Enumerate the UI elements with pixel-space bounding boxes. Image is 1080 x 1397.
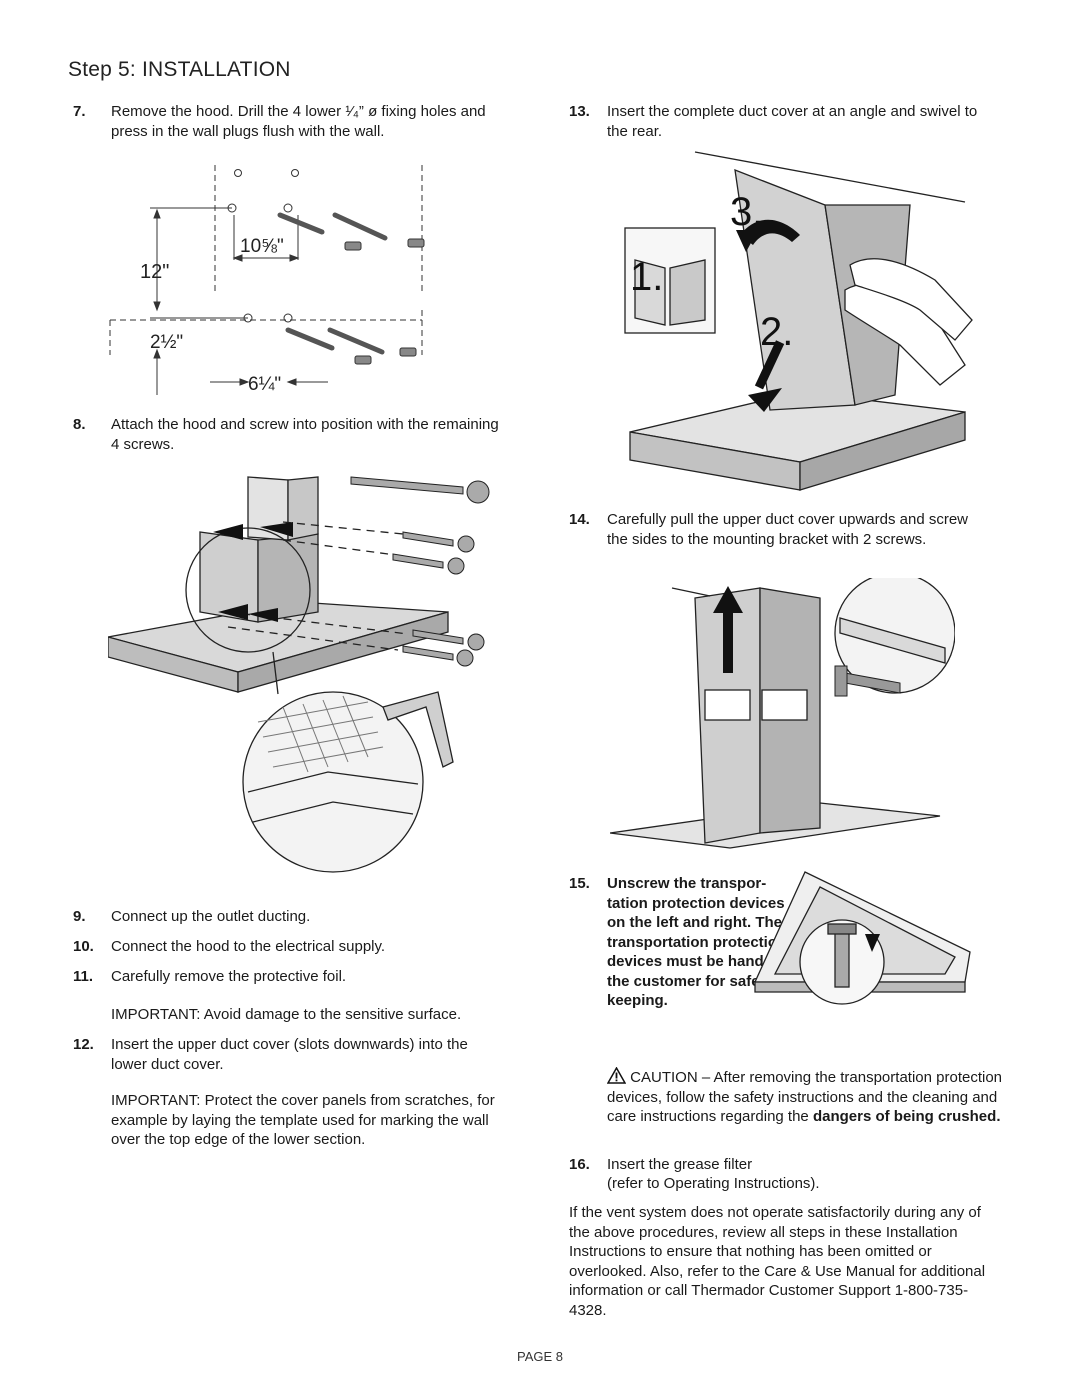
step-text: Connect the hood to the electrical suppl… <box>111 938 386 955</box>
step-number: 8. <box>73 416 86 433</box>
step-note: (refer to Operating Instructions). <box>607 1175 820 1192</box>
dim-2-1-2-label: 2½" <box>150 332 183 353</box>
step-note: IMPORTANT: Protect the cover panels from… <box>111 1092 495 1148</box>
step-number: 15. <box>569 875 590 892</box>
duct-insert-figure: 3. 1. 2. <box>624 151 973 491</box>
arrow-label-2: 2. <box>760 310 793 354</box>
step-text: Carefully pull the upper duct cover upwa… <box>607 511 969 548</box>
step-text: Unscrew the transpor- tation protection … <box>607 875 800 1009</box>
step-number: 7. <box>73 103 86 120</box>
step-text: Insert the complete duct cover at an ang… <box>607 103 978 140</box>
step-text: Attach the hood and screw into position … <box>111 416 499 453</box>
duct-pull-figure <box>610 578 955 849</box>
step-number: 16. <box>569 1156 590 1173</box>
dim-6-1-4-label: 6¼" <box>248 374 281 395</box>
dim-10-5-8-label: 10⅝" <box>240 236 284 257</box>
step-text: Remove the hood. Drill the 4 lower ¹⁄₄” … <box>111 103 486 140</box>
closing-paragraph: If the vent system does not operate sati… <box>569 1204 986 1319</box>
hood-attach-figure <box>108 476 490 873</box>
step-number: 11. <box>73 968 94 985</box>
caution-text: CAUTION – After removing the transportat… <box>607 1069 1003 1125</box>
step-text: Insert the grease filter <box>607 1156 753 1173</box>
page-number: PAGE 8 <box>516 1349 563 1364</box>
dim-12-label: 12" <box>140 261 169 283</box>
caution-bold-text: dangers of being crushed. <box>812 1108 1001 1125</box>
step-number: 12. <box>73 1036 94 1053</box>
step-number: 14. <box>569 511 590 528</box>
step-number: 9. <box>73 908 86 925</box>
step-text: Connect up the outlet ducting. <box>111 908 311 925</box>
step-number: 10. <box>73 938 94 955</box>
step-note: IMPORTANT: Avoid damage to the sensitive… <box>111 1006 462 1023</box>
arrow-label-1: 1. <box>630 255 663 299</box>
caution-note: CAUTION – After removing the transportat… <box>606 1066 1012 1127</box>
step-text: Carefully remove the protective foil. <box>111 968 347 985</box>
step-text: Insert the upper duct cover (slots downw… <box>111 1036 468 1073</box>
warning-triangle-icon <box>606 1066 627 1084</box>
step-number: 13. <box>569 103 590 120</box>
page-title: Step 5: INSTALLATION <box>68 58 291 81</box>
drilling-dimensions-figure: 12" 10⅝" 2½" 6¼" <box>109 165 425 395</box>
transport-protection-figure <box>753 871 971 1005</box>
arrow-label-3: 3. <box>730 190 763 234</box>
